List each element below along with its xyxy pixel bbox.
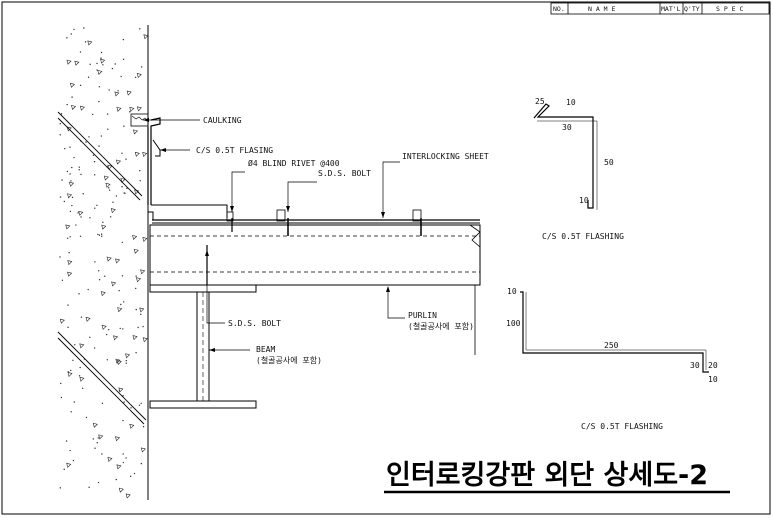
sds-bolts [206, 218, 422, 285]
caulking-flashing [130, 113, 228, 220]
label-purlin-note: (철골공사에 포함) [408, 321, 474, 331]
label-blind-rivet: Ø4 BLIND RIVET @400 [248, 158, 340, 168]
seam-clip-1 [276, 209, 286, 222]
flashing1-caption: C/S 0.5T FLASHING [542, 232, 624, 241]
f2-dim-10a: 10 [507, 287, 517, 296]
leader-arrows [143, 118, 390, 352]
flashing2-caption: C/S 0.5T FLASHING [581, 422, 663, 431]
leader-lines [143, 119, 405, 351]
label-sds-bolt-bottom: S.D.S. BOLT [228, 319, 281, 328]
f2-dim-250: 250 [604, 341, 619, 350]
header-spec: S P E C [716, 5, 743, 13]
flashing-detail-2: 10 100 250 30 20 10 C/S 0.5T FLASHING [506, 287, 718, 431]
label-flasing: C/S 0.5T FLASING [196, 146, 273, 155]
f2-dim-20: 20 [708, 361, 718, 370]
header-qty: Q'TY [684, 5, 700, 13]
drawing-title: 인터로킹강판 외단 상세도-2 [386, 460, 708, 491]
label-purlin: PURLIN [408, 311, 437, 320]
f1-dim-30: 30 [562, 123, 572, 132]
label-beam: BEAM [256, 345, 275, 354]
label-caulking: CAULKING [203, 116, 242, 125]
concrete-wall [57, 25, 149, 500]
f2-dim-10b: 10 [708, 375, 718, 384]
f2-dim-30: 30 [690, 361, 700, 370]
f2-dim-100: 100 [506, 319, 521, 328]
header-no: NO. [553, 5, 565, 13]
label-interlocking-sheet: INTERLOCKING SHEET [402, 152, 489, 161]
f1-dim-10b: 10 [579, 196, 589, 205]
header-matl: MAT'L [661, 5, 681, 13]
blind-rivet [226, 211, 234, 222]
label-beam-note: (철골공사에 포함) [256, 355, 322, 365]
steel-beam [149, 284, 257, 409]
f1-dim-25: 25 [535, 97, 545, 106]
flashing-detail-1: 25 10 30 50 10 C/S 0.5T FLASHING [533, 97, 624, 241]
header-name: N A M E [588, 5, 615, 13]
f1-dim-10a: 10 [566, 98, 576, 107]
header-table: NO. N A M E MAT'L Q'TY S P E C [550, 2, 770, 15]
label-sds-bolt-top: S.D.S. BOLT [318, 169, 371, 178]
interlocking-sheet [152, 209, 480, 224]
f1-dim-50: 50 [604, 158, 614, 167]
seam-clip-2 [412, 209, 422, 222]
purlin [149, 224, 481, 355]
